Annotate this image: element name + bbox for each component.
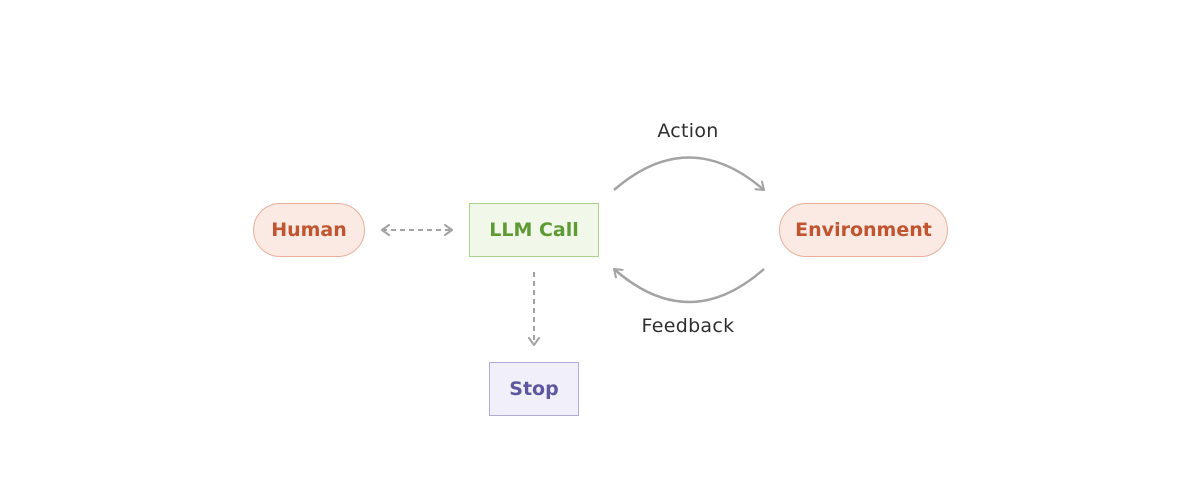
action-arrow [613,156,765,191]
stop-node-label: Stop [509,378,559,400]
environment-node: Environment [779,203,948,257]
action-label: Action [657,120,719,142]
llm-call-node-label: LLM Call [489,219,579,241]
llm-call-node: LLM Call [469,203,599,257]
stop-node: Stop [489,362,579,416]
feedback-label: Feedback [641,315,735,337]
feedback-arrow [613,268,765,304]
environment-node-label: Environment [795,219,932,241]
human-node-label: Human [271,219,347,241]
human-node: Human [253,203,365,257]
